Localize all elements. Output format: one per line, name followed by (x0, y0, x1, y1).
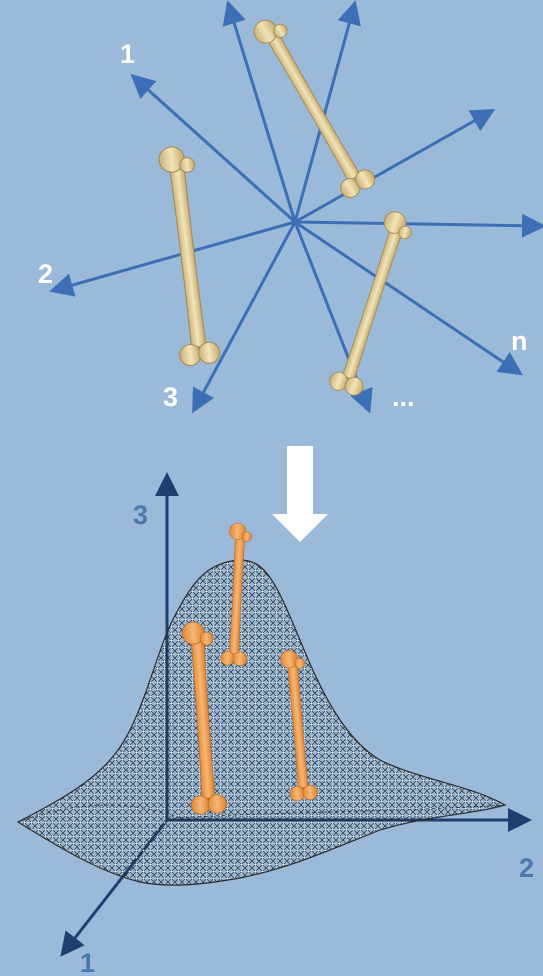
ray-label-3: 3 (163, 382, 178, 412)
axis-label-1: 1 (80, 948, 95, 976)
ray-n (295, 222, 518, 372)
bone-top-right (327, 208, 418, 397)
ray-1 (135, 78, 295, 222)
ray-label-1: 1 (120, 39, 135, 69)
axis-label-2: 2 (519, 853, 534, 883)
density-mesh (18, 560, 505, 885)
bone-top-middle (248, 11, 379, 201)
ray-right (295, 222, 540, 226)
ray-label-2: 2 (38, 259, 53, 289)
ray-3 (195, 222, 295, 408)
ray-label-ellipsis: ... (392, 382, 415, 412)
ray-2 (55, 222, 295, 290)
down-arrow-icon (272, 446, 328, 542)
ray-label-n: n (511, 326, 528, 356)
axis-label-3: 3 (133, 500, 148, 530)
bone-top-left (155, 144, 221, 367)
